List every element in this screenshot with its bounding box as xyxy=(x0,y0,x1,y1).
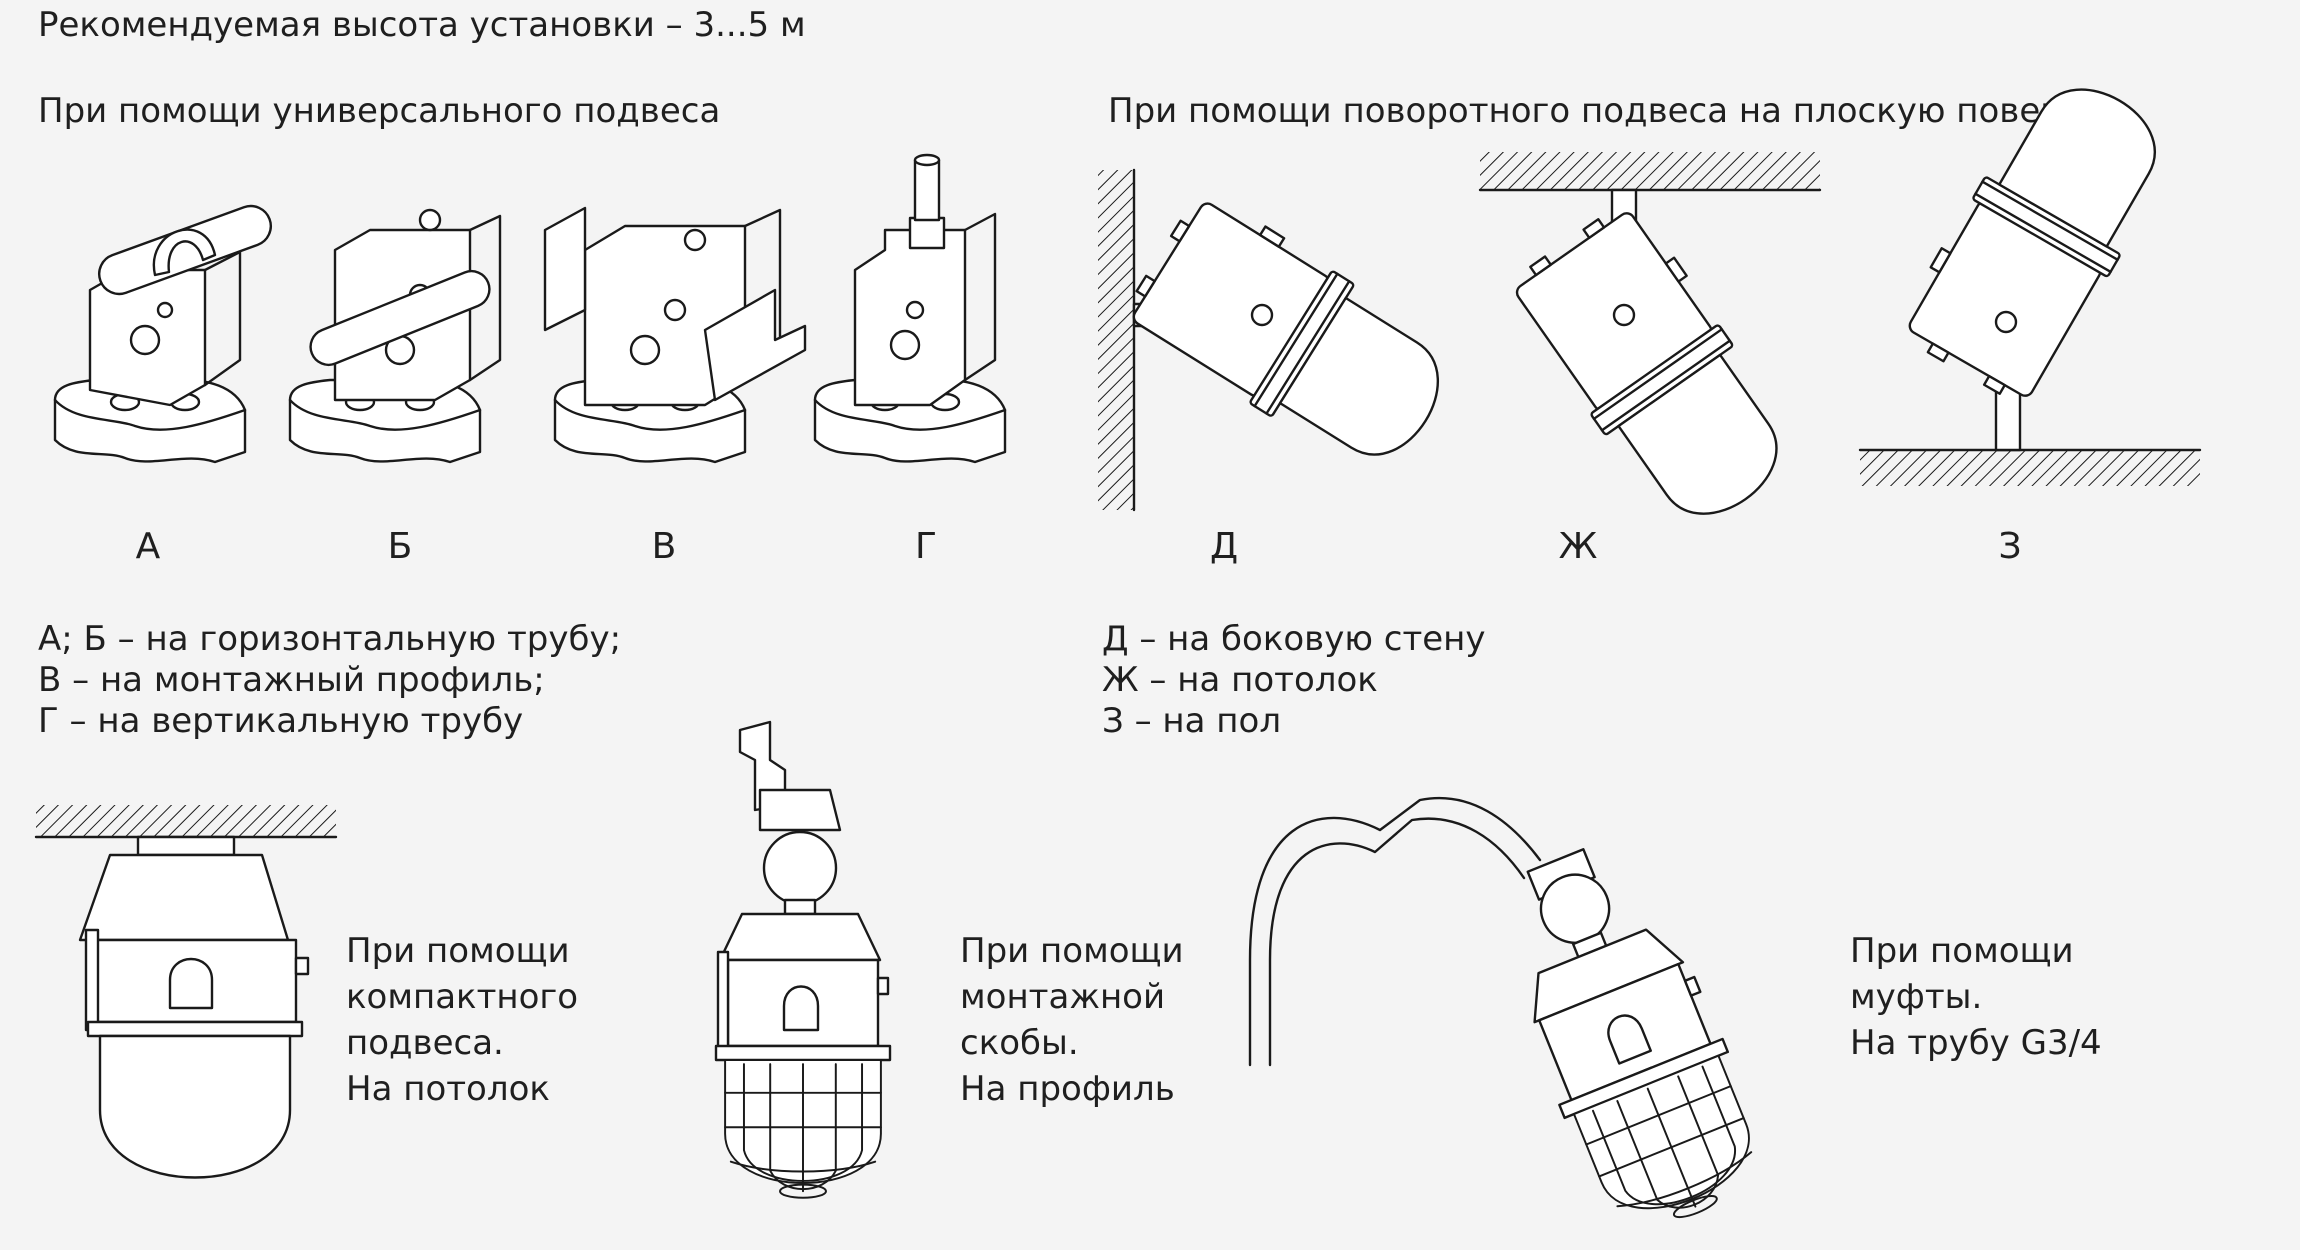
swivel-legend-line: Ж – на потолок xyxy=(1102,660,1378,700)
mount-z-drawing xyxy=(1858,59,2202,486)
compact-caption-line: На потолок xyxy=(346,1069,550,1109)
height-note: Рекомендуемая высота установки – 3...5 м xyxy=(38,5,806,45)
mount-zh-drawing xyxy=(1478,152,1822,546)
universal-legend-line: В – на монтажный профиль; xyxy=(38,660,545,700)
swivel-legend-line: Д – на боковую стену xyxy=(1102,619,1486,659)
coupling-mount-drawing xyxy=(1248,796,1772,1243)
label-a: А xyxy=(135,526,161,567)
bracket-mount-drawing xyxy=(714,720,892,1199)
swivel-legend-line: З – на пол xyxy=(1102,701,1282,741)
label-g: Г xyxy=(915,526,937,567)
coupling-caption-line: муфты. xyxy=(1850,977,1983,1017)
bracket-caption-line: скобы. xyxy=(960,1023,1079,1063)
compact-mount-drawing xyxy=(34,805,338,1179)
bracket-caption-line: При помощи xyxy=(960,931,1184,971)
coupling-caption-line: При помощи xyxy=(1850,931,2074,971)
label-z: З xyxy=(1998,526,2022,567)
compact-caption-line: компактного xyxy=(346,977,579,1017)
mount-d-drawing xyxy=(1098,168,1470,512)
compact-caption-line: подвеса. xyxy=(346,1023,504,1063)
coupling-caption-line: На трубу G3/4 xyxy=(1850,1023,2102,1063)
label-d: Д xyxy=(1209,526,1239,567)
mount-v-drawing xyxy=(543,206,807,464)
mount-g-drawing xyxy=(813,153,1007,464)
bracket-caption-line: монтажной xyxy=(960,977,1166,1017)
mount-b-drawing xyxy=(288,208,502,464)
label-b: Б xyxy=(387,526,413,567)
bracket-caption-line: На профиль xyxy=(960,1069,1175,1109)
compact-caption-line: При помощи xyxy=(346,931,570,971)
label-v: В xyxy=(651,526,677,567)
universal-legend-line: Г – на вертикальную трубу xyxy=(38,701,524,741)
universal-mount-title: При помощи универсального подвеса xyxy=(38,91,721,131)
mount-a-drawing xyxy=(53,204,272,464)
universal-legend-line: А; Б – на горизонтальную трубу; xyxy=(38,619,622,659)
swivel-mount-title: При помощи поворотного подвеса на плоску… xyxy=(1108,91,2114,131)
label-zh: Ж xyxy=(1558,526,1598,567)
